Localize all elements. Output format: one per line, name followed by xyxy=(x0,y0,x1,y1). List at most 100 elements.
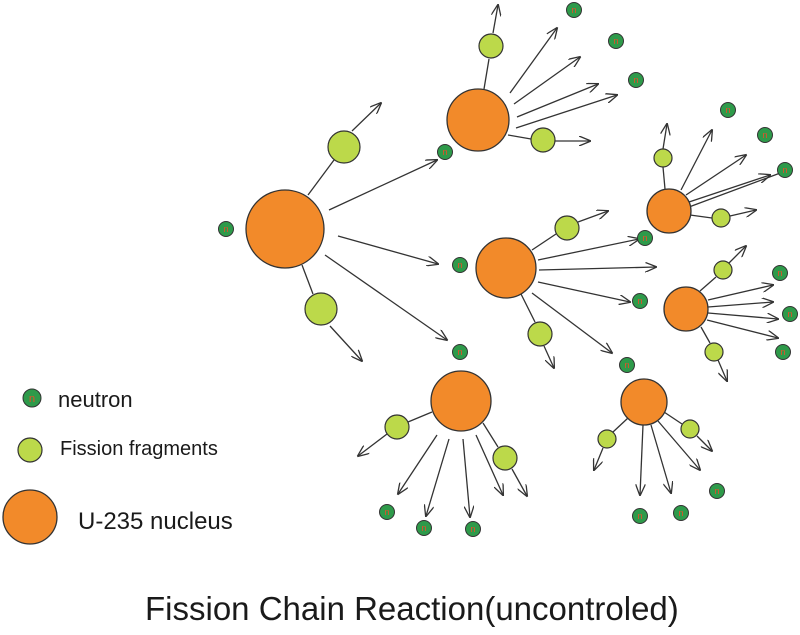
uranium-nucleus xyxy=(475,237,537,299)
svg-text:n: n xyxy=(777,267,782,278)
arrow xyxy=(475,434,503,495)
fission-fragment xyxy=(597,429,617,449)
neutron: n xyxy=(632,508,648,524)
arrow xyxy=(324,254,447,340)
svg-text:n: n xyxy=(421,522,426,533)
legend-nucleus-icon xyxy=(2,489,58,545)
arrow xyxy=(513,57,580,105)
arrow xyxy=(398,434,438,494)
arrow xyxy=(462,438,470,517)
neutron: n xyxy=(775,344,791,360)
arrow xyxy=(483,58,490,90)
uranium-nucleus xyxy=(663,286,709,332)
uranium-nucleus xyxy=(245,189,325,269)
legend-nucleus-label: U-235 nucleus xyxy=(78,508,233,535)
uranium-nucleus xyxy=(430,370,492,432)
neutron: n xyxy=(782,306,798,322)
arrow xyxy=(511,468,527,496)
fission-fragment xyxy=(713,260,733,280)
fission-fragment xyxy=(327,130,361,164)
arrow xyxy=(538,267,656,270)
arrow xyxy=(706,319,778,338)
svg-text:n: n xyxy=(782,164,787,175)
neutron: n xyxy=(379,504,395,520)
neutron: n xyxy=(709,483,725,499)
arrow xyxy=(301,264,314,295)
arrow xyxy=(520,293,536,323)
neutron: n xyxy=(757,127,773,143)
arrow xyxy=(337,235,438,264)
arrow xyxy=(689,214,713,219)
svg-text:n: n xyxy=(633,74,638,85)
arrow xyxy=(707,312,778,319)
legend: n xyxy=(2,388,58,545)
fission-fragment xyxy=(384,414,410,440)
arrow xyxy=(696,435,712,451)
arrow xyxy=(700,326,711,344)
arrow xyxy=(612,417,629,433)
svg-text:n: n xyxy=(642,232,647,243)
neutron: n xyxy=(628,72,644,88)
arrow xyxy=(482,422,499,448)
neutron: n xyxy=(566,2,582,18)
neutron: n xyxy=(452,344,468,360)
uranium-nucleus xyxy=(446,88,510,152)
arrow xyxy=(728,246,746,264)
neutron: n xyxy=(437,144,453,160)
arrow xyxy=(426,438,450,516)
fission-fragment xyxy=(530,127,556,153)
neutron: n xyxy=(608,33,624,49)
legend-fragment-icon xyxy=(17,437,43,463)
arrow xyxy=(543,345,554,368)
arrow xyxy=(493,5,498,34)
svg-text:n: n xyxy=(624,359,629,370)
fission-fragment xyxy=(680,419,700,439)
neutron: n xyxy=(720,102,736,118)
neutron: n xyxy=(632,293,648,309)
arrow xyxy=(729,210,756,216)
fission-fragment xyxy=(554,215,580,241)
fission-fragment xyxy=(653,148,673,168)
neutron: n xyxy=(619,357,635,373)
arrow xyxy=(328,160,437,211)
svg-text:n: n xyxy=(223,223,228,234)
arrow xyxy=(680,130,712,191)
arrow xyxy=(699,276,717,292)
arrows-layer xyxy=(301,5,791,517)
arrow xyxy=(657,420,700,470)
svg-text:n: n xyxy=(457,259,462,270)
arrow xyxy=(516,84,598,118)
arrow xyxy=(531,233,557,251)
legend-fragment-label: Fission fragments xyxy=(60,438,218,460)
neutron: n xyxy=(637,230,653,246)
arrow xyxy=(662,166,666,190)
arrow xyxy=(351,103,381,132)
neutron: n xyxy=(416,520,432,536)
arrow xyxy=(688,175,770,203)
fission-fragment xyxy=(711,208,731,228)
legend-neutron-icon: n xyxy=(22,388,42,408)
fission-fragment xyxy=(527,321,553,347)
arrow xyxy=(717,359,727,381)
svg-text:n: n xyxy=(29,393,35,405)
neutron: n xyxy=(452,257,468,273)
arrow xyxy=(358,433,388,456)
arrow xyxy=(688,169,791,208)
svg-text:n: n xyxy=(571,4,576,15)
fission-fragment xyxy=(478,33,504,59)
arrow xyxy=(537,239,639,261)
svg-text:n: n xyxy=(442,146,447,157)
arrow xyxy=(685,155,746,196)
arrow xyxy=(650,424,671,493)
arrow xyxy=(329,325,362,361)
arrow xyxy=(307,159,335,196)
svg-text:n: n xyxy=(470,523,475,534)
incoming-neutron: n xyxy=(218,221,234,237)
uranium-nucleus xyxy=(620,378,668,426)
svg-text:n: n xyxy=(457,346,462,357)
arrow xyxy=(515,95,617,129)
arrow xyxy=(509,28,557,94)
arrow xyxy=(594,447,604,470)
arrow xyxy=(577,211,608,223)
